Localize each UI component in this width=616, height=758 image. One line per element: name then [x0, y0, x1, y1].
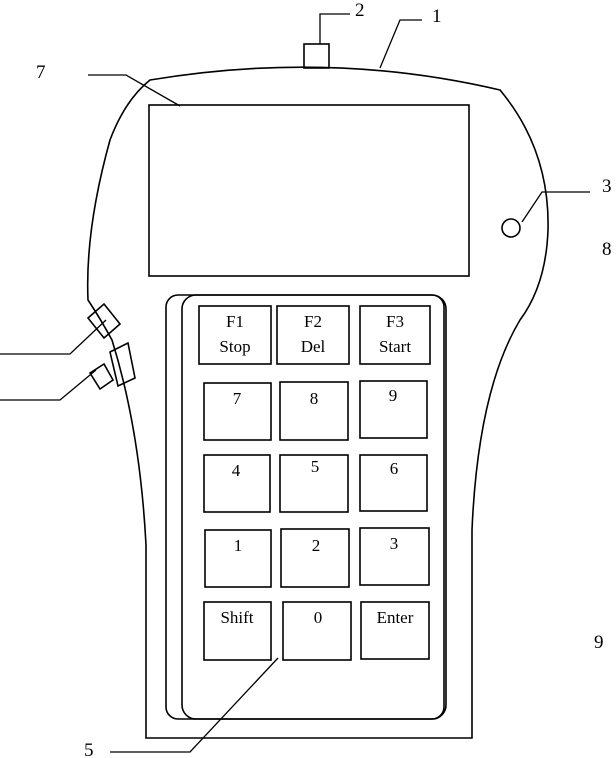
key-4	[203, 454, 271, 513]
callout-3: 3	[602, 176, 612, 197]
key-f1-label: F1	[226, 312, 244, 331]
key-3-label: 3	[390, 534, 399, 553]
keypad-panel-outer	[165, 294, 445, 720]
key-7	[203, 382, 272, 441]
key-2-label: 2	[312, 536, 321, 555]
key-f1-sublabel: Stop	[219, 337, 250, 356]
leader-line-lower-connector	[0, 369, 97, 401]
key-3	[359, 527, 430, 586]
callout-2: 2	[355, 0, 365, 21]
leader-line-3	[521, 191, 590, 223]
key-f3-label: F3	[386, 312, 404, 331]
indicator-light	[501, 218, 521, 238]
leader-line-7	[88, 74, 181, 107]
key-6	[359, 454, 428, 512]
key-7-label: 7	[233, 389, 242, 408]
key-4-label: 4	[232, 461, 241, 480]
key-f1-stop	[198, 305, 272, 365]
callout-7: 7	[36, 62, 46, 83]
key-f2-label: F2	[304, 312, 322, 331]
key-5-label: 5	[311, 457, 320, 476]
key-2	[280, 528, 350, 588]
leader-line-upper-connector	[0, 319, 107, 355]
key-shift-label: Shift	[220, 608, 253, 627]
key-0	[282, 601, 352, 661]
key-0-label: 0	[314, 608, 323, 627]
leader-line-1	[379, 19, 422, 69]
leader-line-5	[110, 657, 279, 753]
key-1-label: 1	[234, 536, 243, 555]
key-enter	[360, 601, 430, 660]
key-enter-label: Enter	[377, 608, 414, 627]
callout-1: 1	[432, 6, 442, 27]
callout-8: 8	[602, 239, 612, 260]
keypad-panel-inner	[181, 294, 447, 720]
side-connectors	[86, 302, 136, 391]
key-6-label: 6	[390, 459, 399, 478]
key-9	[359, 380, 428, 439]
key-f2-sublabel: Del	[301, 337, 326, 356]
key-1	[204, 529, 272, 588]
key-f2-del	[276, 305, 350, 365]
callout-5: 5	[84, 740, 94, 758]
display-screen	[148, 104, 470, 277]
side-connector-lower	[109, 341, 136, 388]
leader-line-2	[319, 13, 350, 44]
key-8-label: 8	[310, 389, 319, 408]
key-f3-sublabel: Start	[379, 337, 411, 356]
key-9-label: 9	[389, 386, 398, 405]
top-button	[303, 43, 330, 69]
side-connector-upper	[86, 302, 122, 340]
key-shift	[203, 601, 272, 661]
device-body-outline	[86, 66, 549, 739]
side-connector-small	[88, 362, 115, 391]
key-8	[279, 381, 349, 441]
callout-9: 9	[594, 632, 604, 653]
leader-lines	[0, 13, 590, 753]
key-f3-start	[359, 305, 431, 365]
key-5	[279, 454, 349, 513]
